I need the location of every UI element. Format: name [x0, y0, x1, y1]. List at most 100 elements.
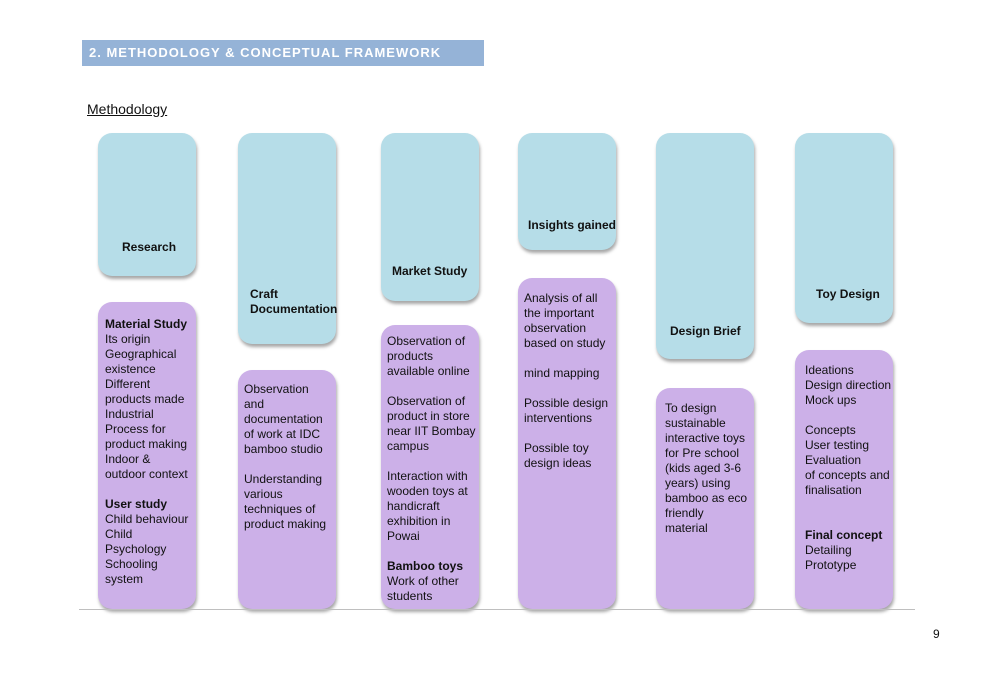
body-line [524, 351, 616, 366]
body-line: Observation [244, 382, 309, 396]
body-line: finalisation [805, 483, 862, 497]
body-line: Evaluation [805, 453, 862, 467]
page-baseline-divider [79, 609, 915, 610]
body-line: documentation [244, 412, 323, 426]
research-heading: Research [122, 240, 177, 254]
insights-gained-heading-box: Insights gained [518, 133, 616, 250]
insights-gained-heading: Insights gained [528, 218, 617, 232]
body-line: Observation of [387, 394, 466, 408]
craft-documentation-heading-box: Craft Documentation [238, 133, 337, 344]
body-line: User study [105, 497, 168, 511]
body-line: Design direction [805, 378, 892, 392]
body-line: (kids aged 3-6 [665, 461, 742, 475]
body-line: friendly [665, 506, 704, 520]
body-line: bamboo studio [244, 442, 323, 456]
body-line: Possible design [524, 396, 609, 410]
body-line [105, 482, 196, 497]
body-line: products made [105, 392, 185, 406]
body-line: Ideations [805, 363, 854, 377]
body-line: of concepts and [805, 468, 890, 482]
body-line: Schooling [105, 557, 158, 571]
body-line: Different [105, 377, 151, 391]
body-line: various [244, 487, 283, 501]
body-line: Understanding [244, 472, 323, 486]
toy-design-heading: Toy Design [816, 287, 880, 301]
body-line: based on study [524, 336, 606, 350]
body-line: Industrial [105, 407, 154, 421]
body-line: system [105, 572, 144, 586]
body-line: Final concept [805, 528, 883, 542]
body-line [524, 426, 616, 441]
body-line: product making [105, 437, 188, 451]
design-brief-heading-box: Design Brief [656, 133, 754, 359]
craft-documentation-heading: Craft Documentation [250, 287, 337, 317]
body-line: interventions [524, 411, 593, 425]
body-line: product making [244, 517, 327, 531]
body-line: sustainable [665, 416, 726, 430]
body-line: observation [524, 321, 587, 335]
body-line: Detailing [805, 543, 852, 557]
body-line [805, 513, 893, 528]
market-study-heading-box: Market Study [381, 133, 479, 301]
body-line: Prototype [805, 558, 857, 572]
body-line: Analysis of all [524, 291, 598, 305]
body-line [387, 379, 479, 394]
body-line: Process for [105, 422, 166, 436]
body-line: available online [387, 364, 470, 378]
methodology-subheading: Methodology [87, 101, 168, 117]
section-header: 2. METHODOLOGY & CONCEPTUAL FRAMEWORK [82, 40, 484, 66]
body-line: material [665, 521, 708, 535]
page-number: 9 [933, 627, 940, 641]
body-line: for Pre school [665, 446, 740, 460]
body-line: exhibition in [387, 514, 451, 528]
body-line: Its origin [105, 332, 151, 346]
body-line: handicraft [387, 499, 440, 513]
research-heading-box: Research [98, 133, 196, 276]
body-line: To design [665, 401, 717, 415]
body-line [524, 381, 616, 396]
body-line [805, 408, 893, 423]
craft-heading-line-1: Craft [250, 287, 279, 301]
craft-heading-line-2: Documentation [250, 302, 338, 316]
body-line [387, 544, 479, 559]
body-line: Mock ups [805, 393, 857, 407]
body-line: Bamboo toys [387, 559, 464, 573]
body-line [387, 454, 479, 469]
body-line: Geographical [105, 347, 177, 361]
body-line: Child [105, 527, 133, 541]
body-line [805, 498, 893, 513]
body-line: design ideas [524, 456, 592, 470]
body-line: interactive toys [665, 431, 746, 445]
body-line: Concepts [805, 423, 856, 437]
body-line: User testing [805, 438, 870, 452]
body-line: near IIT Bombay [387, 424, 476, 438]
body-line: existence [105, 362, 156, 376]
body-line: Observation of [387, 334, 466, 348]
body-line: wooden toys at [387, 484, 468, 498]
body-line: of work at IDC [244, 427, 321, 441]
body-line: Indoor & [105, 452, 151, 466]
body-line: Powai [387, 529, 420, 543]
toy-design-heading-box: Toy Design [795, 133, 893, 323]
body-line: Psychology [105, 542, 167, 556]
body-line: students [387, 589, 433, 603]
body-line: techniques of [244, 502, 316, 516]
body-line: bamboo as eco [665, 491, 748, 505]
body-line: Possible toy [524, 441, 589, 455]
design-brief-heading: Design Brief [670, 324, 741, 338]
body-line: Interaction with [387, 469, 468, 483]
body-line: Material Study [105, 317, 188, 331]
body-line: products [387, 349, 434, 363]
body-line: Work of other [387, 574, 459, 588]
